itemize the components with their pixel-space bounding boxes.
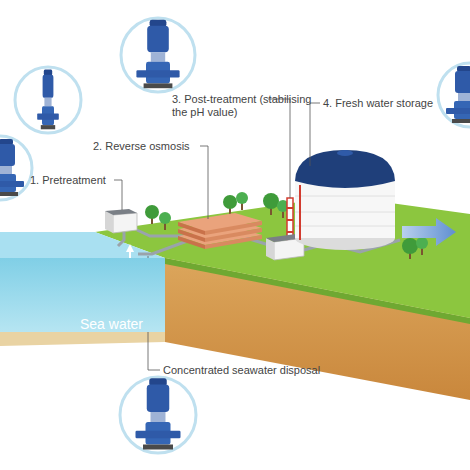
intake-arrow bbox=[126, 244, 134, 252]
intake-pipe bbox=[118, 232, 124, 246]
pump-symbol bbox=[0, 139, 24, 196]
water-block: Sea water bbox=[0, 258, 165, 332]
pump-symbol bbox=[136, 378, 181, 449]
tank-seam bbox=[295, 212, 395, 213]
tower-band bbox=[287, 207, 293, 209]
sand-layer bbox=[0, 332, 165, 346]
leader-line bbox=[114, 180, 122, 210]
membrane-slab bbox=[178, 213, 262, 235]
tower-band bbox=[287, 231, 293, 233]
tree bbox=[145, 205, 159, 219]
tank-ladder bbox=[299, 185, 301, 240]
tree bbox=[402, 238, 418, 254]
tank-seam bbox=[295, 226, 395, 227]
tree bbox=[236, 192, 248, 204]
pump-callouts bbox=[0, 18, 470, 453]
tree bbox=[159, 212, 171, 224]
brine-pipe bbox=[138, 240, 190, 254]
tank-seam bbox=[295, 196, 395, 197]
leader-line bbox=[310, 103, 320, 166]
pump-symbol bbox=[136, 20, 179, 88]
pump-symbol bbox=[446, 66, 470, 123]
building-roof bbox=[105, 209, 137, 215]
tank-wall bbox=[295, 180, 395, 238]
callout-label: 4. Fresh water storage bbox=[323, 97, 433, 110]
tank-hatch bbox=[337, 150, 353, 156]
pump-symbol bbox=[37, 69, 59, 129]
reverse-osmosis-unit bbox=[178, 213, 262, 249]
tree bbox=[263, 193, 279, 209]
leader-line bbox=[200, 146, 208, 219]
callout-label: 1. Pretreatment bbox=[30, 174, 106, 187]
pump-circle bbox=[438, 63, 470, 127]
tree bbox=[416, 237, 428, 249]
pump-circle bbox=[120, 377, 196, 453]
output-arrow bbox=[402, 218, 456, 246]
node-label: Sea water bbox=[80, 316, 143, 332]
building-front bbox=[113, 213, 137, 233]
pump-circle bbox=[15, 67, 81, 133]
pretreatment-building bbox=[105, 209, 137, 233]
callout-label: 3. Post-treatment (stabilising the pH va… bbox=[172, 93, 322, 119]
pump-circle bbox=[0, 136, 32, 200]
callout-label: Concentrated seawater disposal bbox=[163, 364, 320, 377]
tower-band bbox=[287, 219, 293, 221]
callout-label: 2. Reverse osmosis bbox=[93, 140, 190, 153]
pump-circle bbox=[121, 18, 195, 92]
leader-line bbox=[268, 99, 290, 198]
tree bbox=[223, 195, 237, 209]
